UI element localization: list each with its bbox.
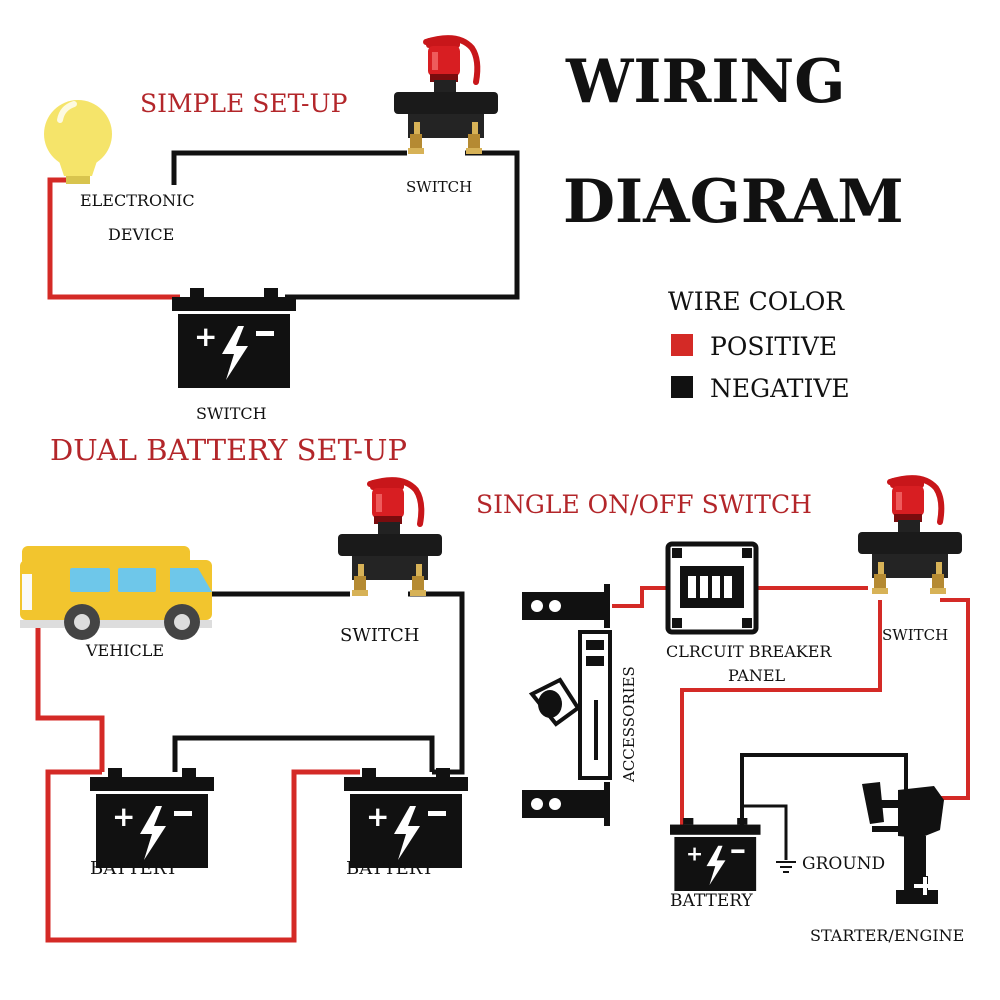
simple-negative-wire-right — [285, 150, 520, 300]
electronic-device-label-line2: DEVICE — [108, 225, 174, 244]
electronic-device-label-line1: ELECTRONIC — [80, 191, 195, 210]
dual-battery-setup: DUAL BATTERY SET-UP VEHICLE SWITCH — [20, 433, 468, 943]
single-positive-wire-engine — [940, 598, 970, 800]
single-battery-switch-icon — [858, 478, 962, 594]
right-battery-icon — [344, 768, 468, 868]
circuit-breaker-panel-icon — [665, 541, 759, 635]
single-switch-title: SINGLE ON/OFF SWITCH — [476, 490, 812, 519]
dual-negative-wire-switch — [408, 591, 465, 775]
legend-positive-label: POSITIVE — [710, 332, 837, 361]
simple-switch-label: SWITCH — [406, 178, 472, 196]
ground-icon — [776, 861, 796, 873]
single-negative-wire-ground — [742, 804, 788, 860]
single-negative-wire-engine — [740, 753, 908, 826]
single-positive-wire-battery — [680, 600, 882, 826]
left-battery-icon — [90, 768, 214, 868]
battery-switch-icon — [394, 38, 498, 154]
dual-negative-wire-batteries — [172, 735, 435, 772]
right-battery-label: BATTERY — [346, 858, 435, 879]
simple-setup: SIMPLE SET-UP ELECTRONIC DEVICE SWITCH S… — [44, 38, 520, 423]
negative-swatch — [671, 376, 693, 398]
accessories-label: ACCESSORIES — [620, 666, 638, 783]
breaker-label-line2: PANEL — [728, 666, 786, 685]
diagram-title-line2: DIAGRAM — [563, 167, 904, 237]
single-switch-label: SWITCH — [882, 626, 948, 644]
simple-negative-wire-top — [171, 150, 407, 185]
vehicle-label: VEHICLE — [85, 641, 164, 660]
wire-color-legend: WIRE COLOR POSITIVE NEGATIVE — [668, 287, 850, 403]
dual-positive-wire-loop — [45, 769, 360, 943]
ground-label: GROUND — [802, 854, 885, 874]
simple-positive-wire — [47, 177, 180, 300]
single-battery-label: BATTERY — [670, 891, 754, 911]
breaker-label-line1: CLRCUIT BREAKER — [666, 642, 832, 661]
accessories-rack-icon — [522, 584, 612, 826]
dual-setup-title: DUAL BATTERY SET-UP — [50, 433, 407, 467]
simple-battery-label: SWITCH — [196, 404, 267, 423]
single-switch-setup: SINGLE ON/OFF SWITCH ACCESSORIES — [476, 478, 970, 945]
engine-label: STARTER/ENGINE — [810, 926, 964, 945]
battery-icon — [172, 288, 296, 388]
legend-negative-label: NEGATIVE — [710, 374, 850, 403]
rv-vehicle-icon — [20, 546, 212, 640]
dual-positive-wire-vehicle — [35, 625, 105, 772]
dual-battery-switch-icon — [338, 480, 442, 596]
lightbulb-icon — [44, 100, 112, 184]
positive-swatch — [671, 334, 693, 356]
dual-switch-label: SWITCH — [340, 625, 419, 646]
simple-setup-title: SIMPLE SET-UP — [140, 89, 347, 118]
diagram-title-line1: WIRING — [565, 47, 845, 117]
left-battery-label: BATTERY — [90, 858, 179, 879]
single-positive-wire-accessory — [612, 586, 668, 608]
legend-heading: WIRE COLOR — [668, 287, 845, 316]
outboard-engine-icon — [862, 782, 944, 904]
single-battery-icon — [670, 818, 761, 891]
